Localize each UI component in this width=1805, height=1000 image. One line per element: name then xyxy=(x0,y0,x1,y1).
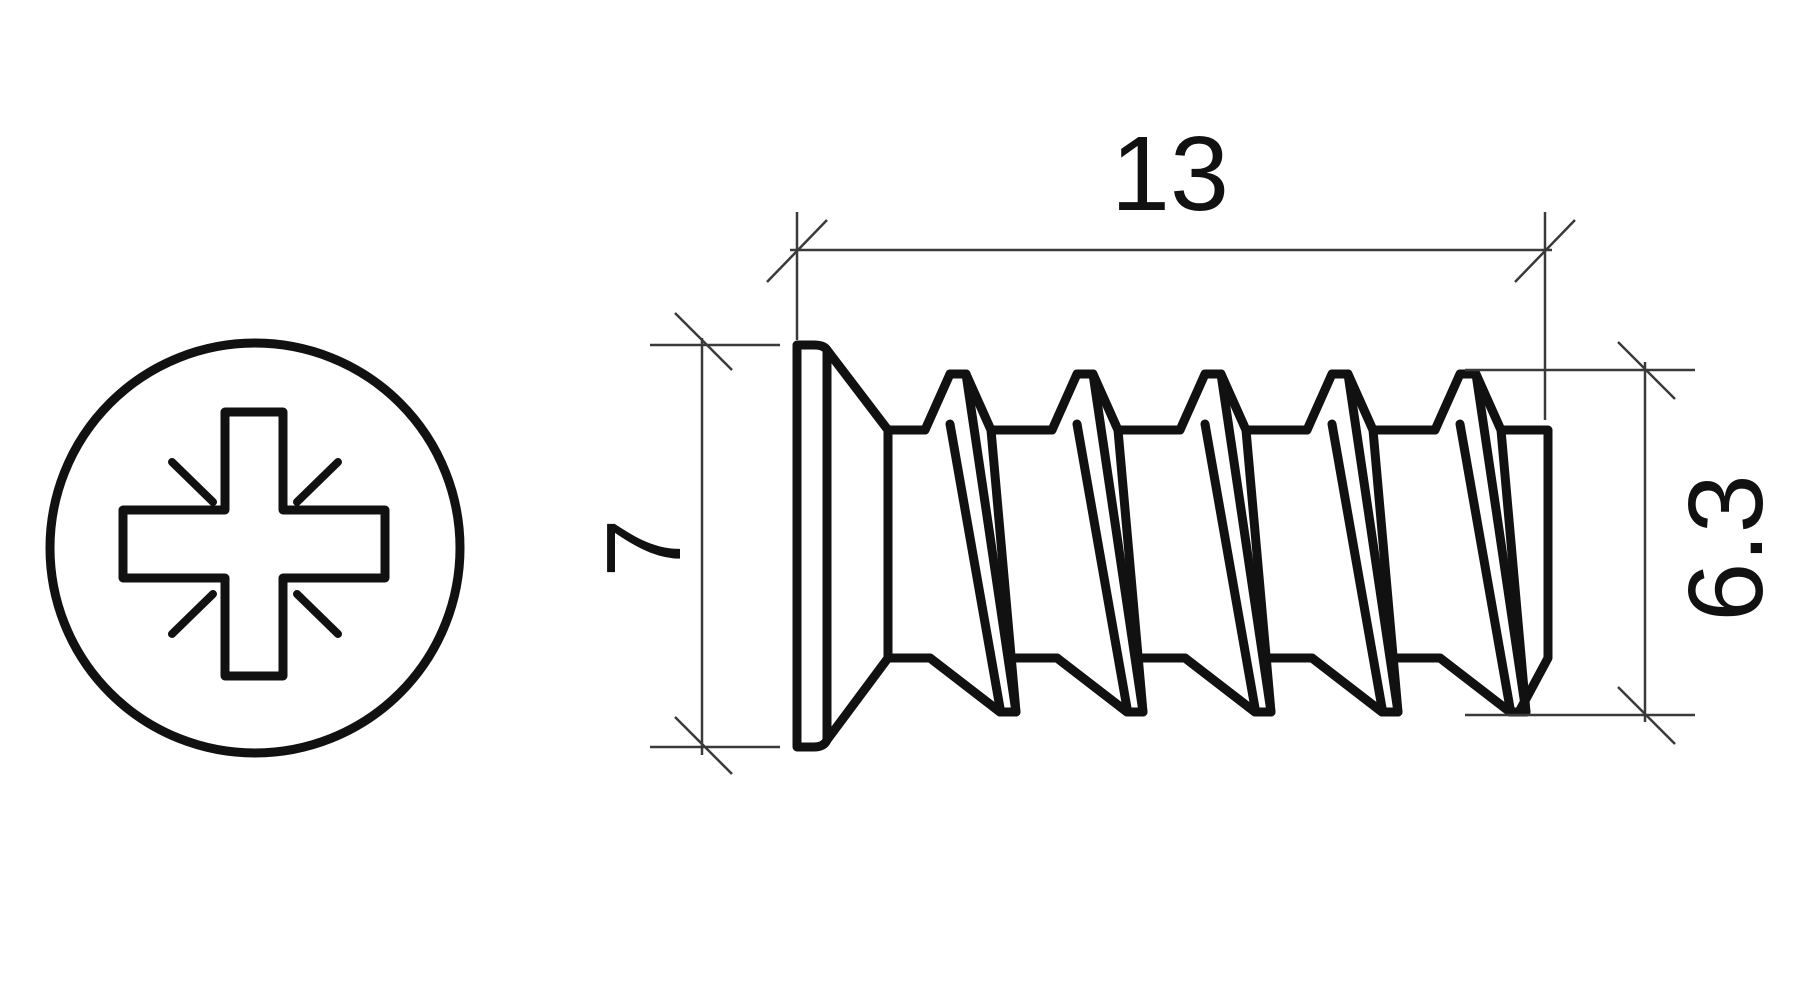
thread-tick-bottom xyxy=(1617,686,1676,745)
thread-root xyxy=(1113,425,1190,663)
thread-face xyxy=(1455,369,1531,717)
thread-face xyxy=(1327,369,1403,717)
length-tick-left xyxy=(766,219,828,283)
screw-threads xyxy=(883,369,1531,717)
thread-diameter-label: 6.3 xyxy=(1667,474,1785,621)
thread-tick-top xyxy=(1617,341,1676,400)
thread-root xyxy=(986,425,1062,663)
thread-face xyxy=(1072,369,1148,717)
screw-head-plate xyxy=(792,340,832,752)
thread-root xyxy=(883,425,935,663)
screw-head-top-view xyxy=(45,338,465,758)
screw-side-view xyxy=(792,340,1553,752)
head-tick-bottom xyxy=(674,716,733,775)
thread-root xyxy=(1241,425,1317,663)
screw-tip xyxy=(1497,425,1553,715)
head-circle xyxy=(45,338,465,758)
cross-recess-icon xyxy=(118,407,390,681)
head-tick-top xyxy=(674,312,733,371)
thread-face xyxy=(945,369,1021,717)
length-label: 13 xyxy=(1111,115,1229,233)
length-dimension: 13 xyxy=(766,115,1576,420)
pozidriv-ticks xyxy=(168,458,342,638)
head-diameter-label: 7 xyxy=(585,519,703,578)
thread-face xyxy=(1200,369,1276,717)
length-tick-right xyxy=(1514,219,1576,283)
thread-root xyxy=(1368,425,1445,663)
head-diameter-dimension: 7 xyxy=(585,312,780,775)
countersink-taper xyxy=(822,345,893,745)
thread-diameter-dimension: 6.3 xyxy=(1465,341,1785,745)
